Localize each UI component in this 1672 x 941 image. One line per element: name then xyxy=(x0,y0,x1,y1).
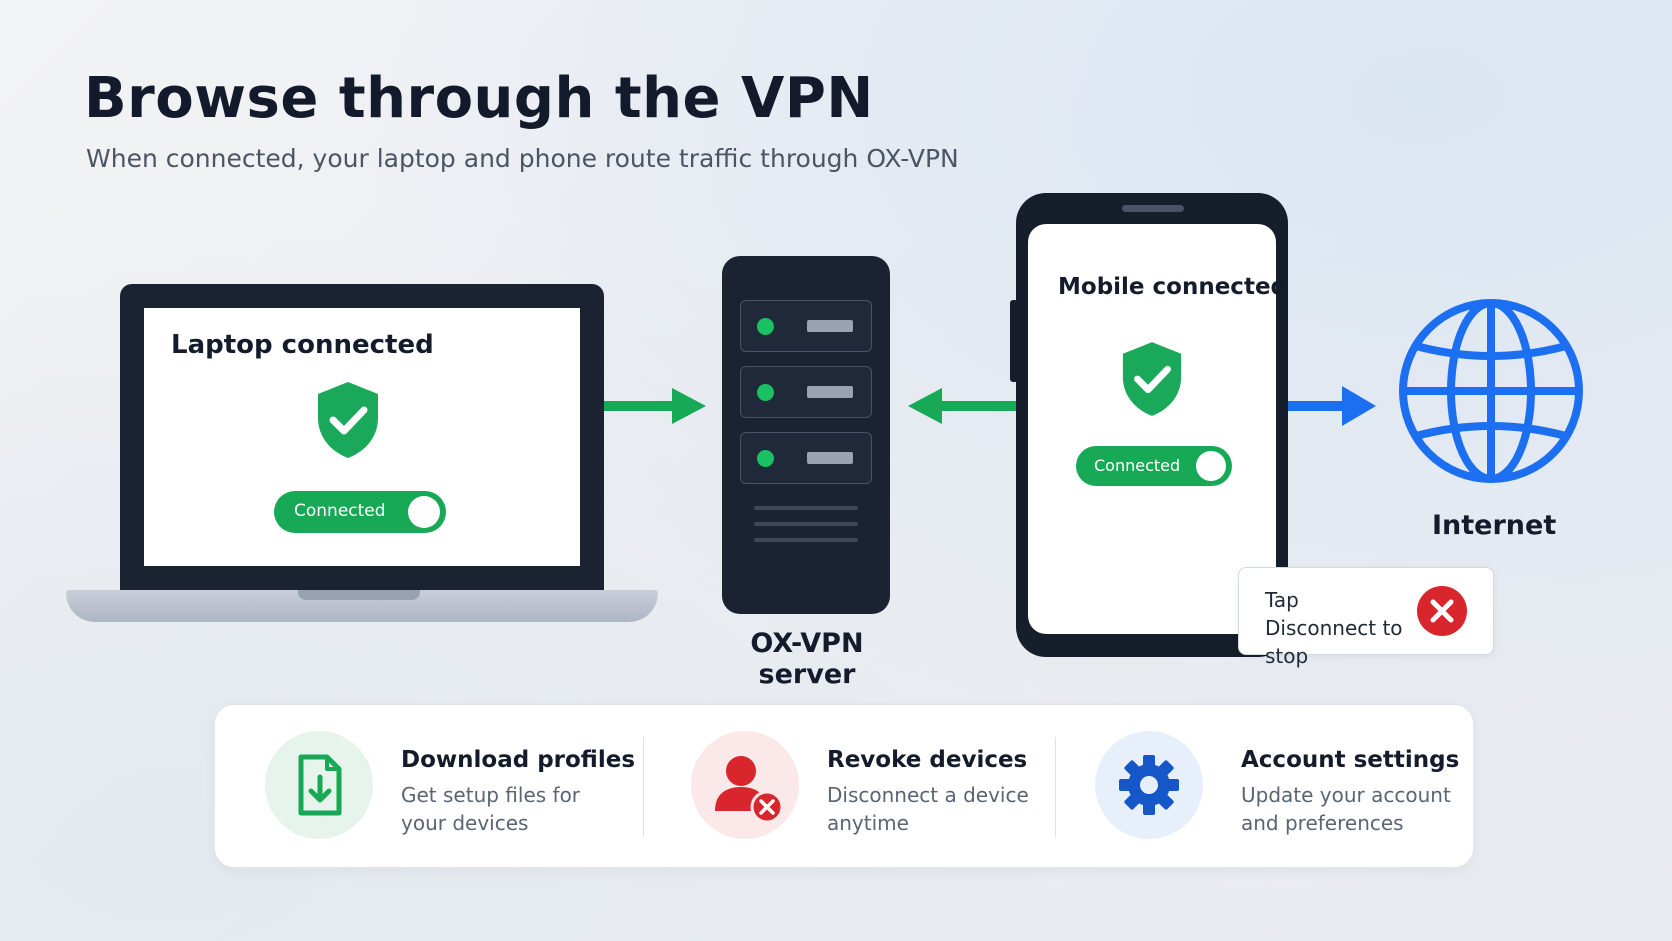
gear-icon[interactable] xyxy=(1095,731,1203,839)
close-icon xyxy=(1430,599,1454,623)
server-vent xyxy=(754,506,858,510)
laptop-screen: Laptop connected Connected xyxy=(144,308,580,566)
phone-title: Mobile connected xyxy=(1058,274,1288,300)
file-download-icon[interactable] xyxy=(265,731,373,839)
divider xyxy=(1055,737,1056,837)
server-slot xyxy=(740,432,872,484)
divider xyxy=(643,737,644,837)
server-slot xyxy=(740,366,872,418)
phone-side-button xyxy=(1010,300,1018,382)
feature-title[interactable]: Account settings xyxy=(1241,747,1460,773)
feature-desc: Update your account and preferences xyxy=(1241,783,1451,835)
toggle-label: Connected xyxy=(1094,456,1181,475)
toggle-label: Connected xyxy=(294,501,386,521)
toggle-knob xyxy=(408,496,440,528)
disconnect-button[interactable] xyxy=(1417,586,1467,636)
feature-title[interactable]: Download profiles xyxy=(401,747,636,773)
phone-connected-toggle[interactable]: Connected xyxy=(1076,446,1232,486)
arrow-right-icon xyxy=(604,388,706,424)
status-led xyxy=(757,384,774,401)
toggle-knob xyxy=(1196,451,1226,481)
laptop-connected-toggle[interactable]: Connected xyxy=(274,491,446,533)
page-subtitle: When connected, your laptop and phone ro… xyxy=(86,144,959,173)
laptop-notch xyxy=(298,590,420,600)
shield-check-icon xyxy=(1122,342,1182,416)
feature-desc: Get setup files for your devices xyxy=(401,783,581,835)
server-slot xyxy=(740,300,872,352)
internet-label: Internet xyxy=(1432,510,1557,541)
disconnect-tooltip: Tap Disconnect to stop xyxy=(1238,567,1494,668)
server-rack xyxy=(722,256,890,614)
server-vent xyxy=(754,538,858,542)
user-remove-icon[interactable] xyxy=(691,731,799,839)
shield-check-icon xyxy=(318,382,378,458)
globe-icon xyxy=(1399,299,1583,483)
feature-desc: Disconnect a device anytime xyxy=(827,783,1029,835)
features-card: Download profiles Get setup files for yo… xyxy=(214,704,1474,868)
server-label: OX-VPN server xyxy=(750,628,864,690)
arrow-right-icon xyxy=(1288,386,1376,426)
status-led xyxy=(757,450,774,467)
phone-speaker xyxy=(1122,205,1184,212)
arrow-left-icon xyxy=(908,388,1018,424)
feature-title[interactable]: Revoke devices xyxy=(827,747,1028,773)
status-led xyxy=(757,318,774,335)
server-vent xyxy=(754,522,858,526)
page-title: Browse through the VPN xyxy=(84,66,874,131)
laptop-title: Laptop connected xyxy=(171,330,434,360)
tooltip-text: Tap Disconnect to stop xyxy=(1265,588,1403,668)
phone-screen: Mobile connected Connected xyxy=(1028,224,1287,634)
